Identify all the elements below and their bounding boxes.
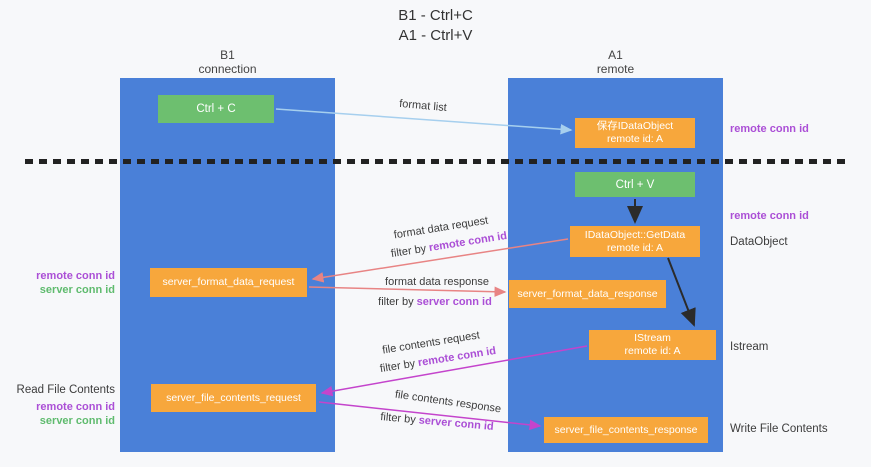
file-contents-response-label: file contents response <box>394 388 502 416</box>
ctrl-v-label: Ctrl + V <box>615 178 655 191</box>
right-remote-conn-id-mid-label: remote conn id <box>730 210 809 222</box>
server-file-contents-request-box: server_file_contents_request <box>151 384 316 412</box>
getdata-line2: remote id: A <box>606 241 664 254</box>
server-file-contents-response-box: server_file_contents_response <box>544 417 708 443</box>
title-line-2: A1 - Ctrl+V <box>398 27 473 44</box>
write-file-contents-label: Write File Contents <box>730 423 828 435</box>
right-remote-conn-id-top-label: remote conn id <box>730 123 809 135</box>
right-column-name: A1 <box>608 48 623 62</box>
istream-line2: remote id: A <box>624 345 681 357</box>
left-column-subtitle: connection <box>198 62 257 76</box>
format-data-response-label: format data response <box>385 276 489 288</box>
istream-box: IStream remote id: A <box>589 330 716 360</box>
save-idataobject-line1: 保存IDataObject <box>596 120 674 132</box>
diagram-title: B1 - Ctrl+C A1 - Ctrl+V <box>0 6 871 46</box>
server-conn-id-text: server conn id <box>416 296 492 308</box>
filter-by-text: filter by <box>390 242 428 261</box>
right-column-subtitle: remote <box>596 62 635 76</box>
left-remote-conn-id-top-label: remote conn id <box>36 270 115 282</box>
left-server-conn-id-top-label: server conn id <box>39 284 115 296</box>
dataobject-label: DataObject <box>730 236 788 248</box>
server-file-contents-response-label: server_file_contents_response <box>554 423 698 436</box>
format-list-label: format list <box>398 97 448 115</box>
left-remote-conn-id-bottom-label: remote conn id <box>36 401 115 413</box>
filter-by-text: filter by <box>379 357 417 376</box>
server-conn-id-text: server conn id <box>418 414 495 433</box>
istream-side-label: Istream <box>730 341 769 353</box>
server-format-data-request-box: server_format_data_request <box>150 268 307 297</box>
ctrl-c-label: Ctrl + C <box>196 103 236 115</box>
session-divider-dashed-line <box>25 159 848 164</box>
filter-by-text: filter by <box>378 296 414 308</box>
istream-line1: IStream <box>634 332 671 344</box>
ctrl-v-box: Ctrl + V <box>575 172 695 197</box>
server-format-data-request-label: server_format_data_request <box>162 276 295 288</box>
server-format-data-response-box: server_format_data_response <box>509 280 666 308</box>
left-server-conn-id-bottom-label: server conn id <box>39 415 115 427</box>
right-column-header: A1 remote <box>508 48 723 76</box>
filter-by-text: filter by <box>379 411 417 427</box>
read-file-contents-label: Read File Contents <box>16 384 115 396</box>
left-column-header: B1 connection <box>120 48 335 76</box>
title-line-1: B1 - Ctrl+C <box>398 7 473 24</box>
ctrl-c-box: Ctrl + C <box>158 95 274 123</box>
save-idataobject-line2: remote id: A <box>606 133 664 145</box>
save-idataobject-box: 保存IDataObject remote id: A <box>575 118 695 148</box>
server-file-contents-request-label: server_file_contents_request <box>166 391 301 404</box>
server-format-data-response-label: server_format_data_response <box>517 287 658 300</box>
idataobject-getdata-box: IDataObject::GetData remote id: A <box>570 226 700 257</box>
left-column-name: B1 <box>220 48 235 62</box>
getdata-line1: IDataObject::GetData <box>584 228 686 241</box>
